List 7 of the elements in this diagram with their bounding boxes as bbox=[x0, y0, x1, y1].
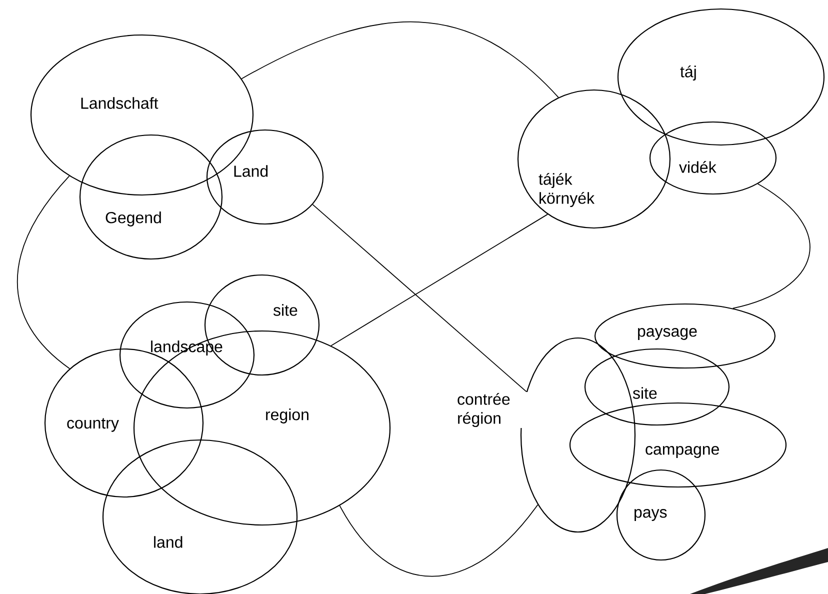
connector-line bbox=[241, 22, 559, 98]
connector-line bbox=[339, 504, 538, 577]
connector-line bbox=[312, 204, 527, 392]
connector-line bbox=[330, 214, 548, 346]
connector-line bbox=[16, 176, 70, 370]
node-label: contrée région bbox=[458, 392, 510, 428]
connector-line bbox=[732, 183, 810, 309]
